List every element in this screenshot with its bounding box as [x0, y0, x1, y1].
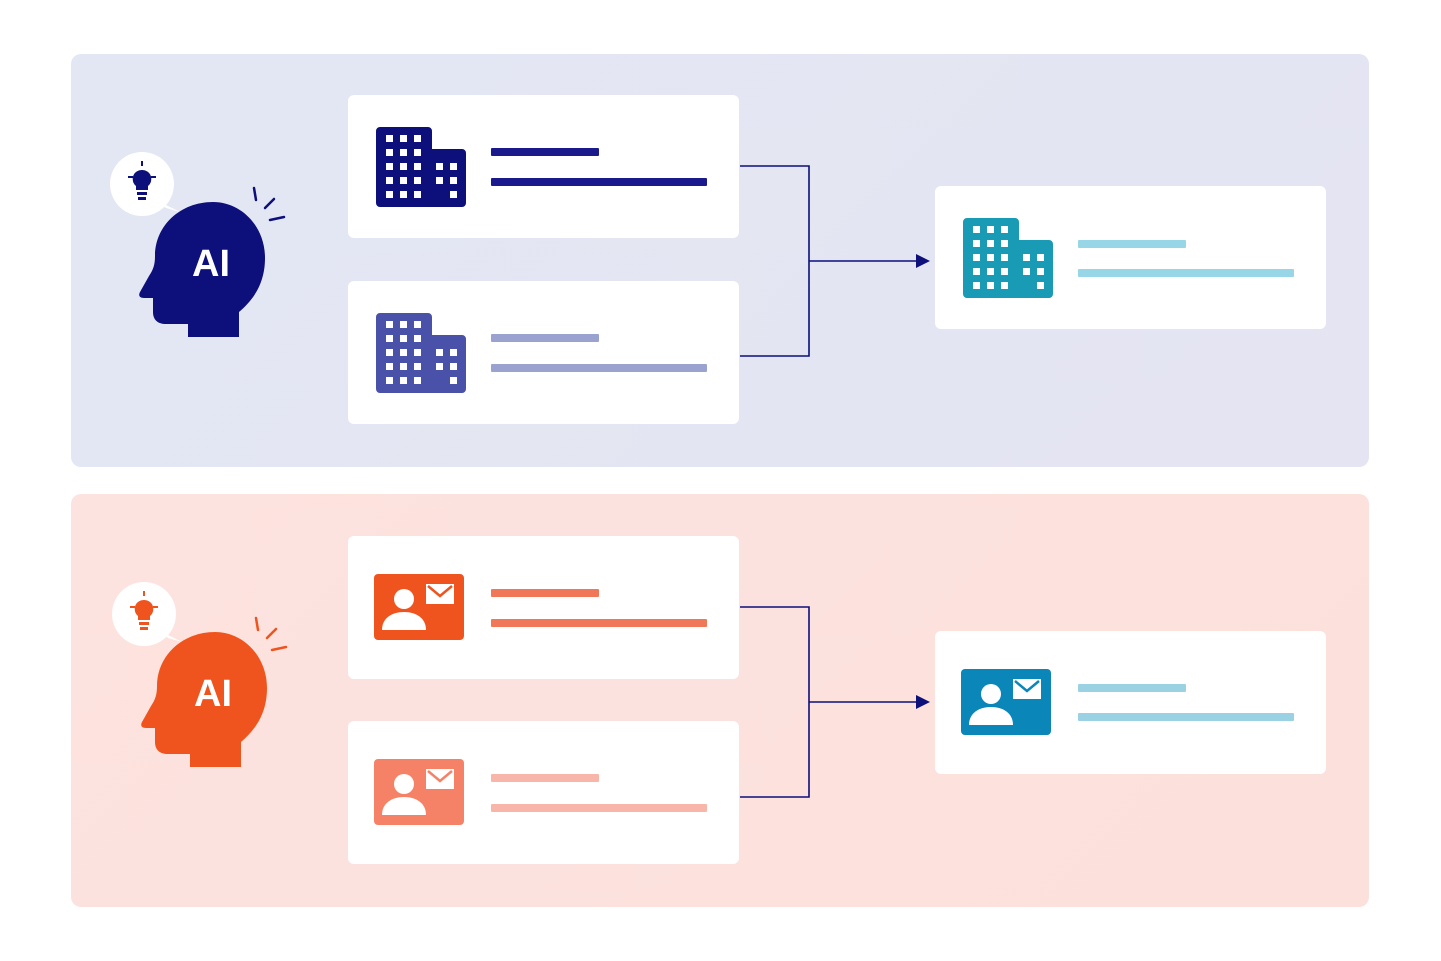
- building-icon: [963, 218, 1053, 298]
- text-placeholder-line: [491, 178, 707, 186]
- text-placeholder-line: [1078, 240, 1186, 248]
- text-placeholder-line: [491, 589, 599, 597]
- source-company-card-1: [348, 95, 739, 238]
- building-icon: [376, 313, 466, 393]
- ai-head-icon: AI: [112, 582, 288, 767]
- text-placeholder-line: [491, 334, 599, 342]
- contact-card-icon: [961, 669, 1051, 735]
- text-placeholder-line: [1078, 269, 1294, 277]
- merged-company-card: [935, 186, 1326, 329]
- text-placeholder-line: [1078, 684, 1186, 692]
- text-placeholder-line: [491, 619, 707, 627]
- merged-contact-card: [935, 631, 1326, 774]
- source-contact-card-1: [348, 536, 739, 679]
- text-placeholder-line: [1078, 713, 1294, 721]
- ai-label: AI: [194, 673, 232, 715]
- contact-card-icon: [374, 574, 464, 640]
- source-contact-card-2: [348, 721, 739, 864]
- text-placeholder-line: [491, 148, 599, 156]
- ai-head-icon: AI: [110, 152, 286, 337]
- building-icon: [376, 127, 466, 207]
- lightbulb-icon: [128, 161, 156, 200]
- text-placeholder-line: [491, 804, 707, 812]
- text-placeholder-line: [491, 774, 599, 782]
- text-placeholder-line: [491, 364, 707, 372]
- contact-card-icon: [374, 759, 464, 825]
- lightbulb-icon: [130, 591, 158, 630]
- source-company-card-2: [348, 281, 739, 424]
- ai-label: AI: [192, 243, 230, 285]
